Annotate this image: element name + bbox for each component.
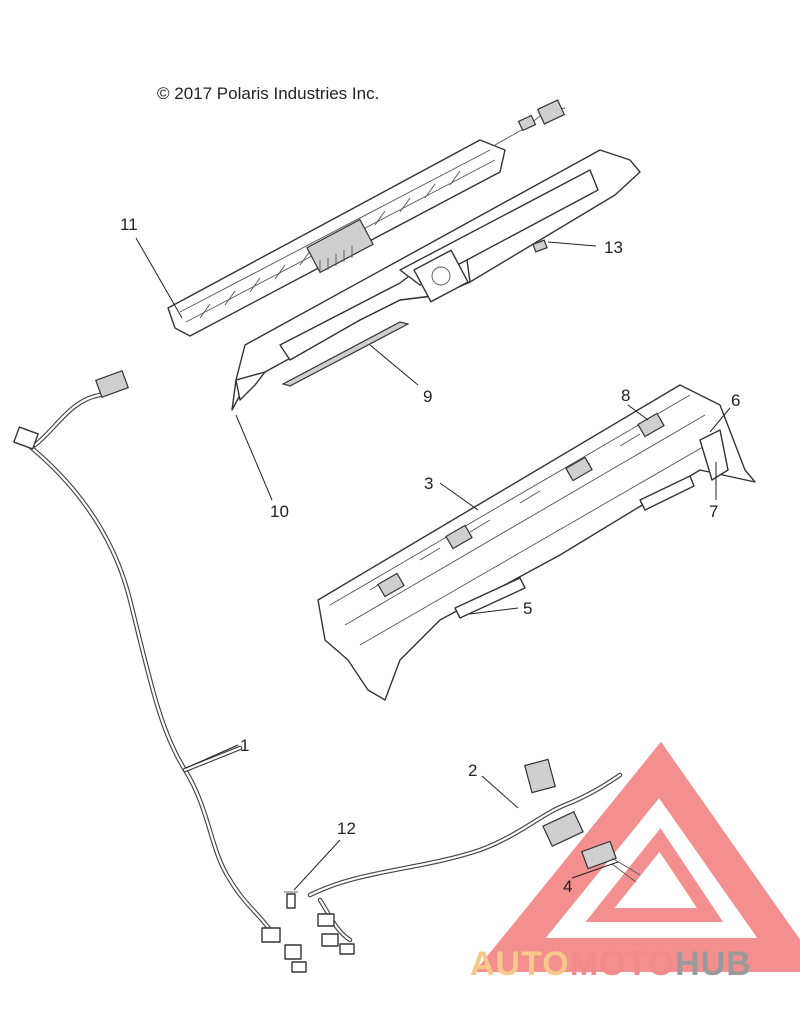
leader-5 xyxy=(469,607,519,615)
part-13-strip xyxy=(532,239,548,253)
part-4-connector xyxy=(581,840,641,883)
leader-lines xyxy=(135,237,731,891)
leader-3 xyxy=(439,482,479,511)
callout-6: 6 xyxy=(731,391,740,410)
callout-4: 4 xyxy=(563,877,572,896)
leader-2 xyxy=(481,775,519,809)
part-12-clip xyxy=(284,891,298,909)
watermark-hub: HUB xyxy=(675,945,752,983)
part-2-wire-harness xyxy=(307,758,623,955)
watermark-text: AUTOMOTOHUB xyxy=(470,945,752,983)
leader-1 xyxy=(185,744,239,769)
watermark-moto: MOTO xyxy=(570,945,675,983)
leader-13 xyxy=(547,241,597,247)
leader-9 xyxy=(369,344,419,386)
leader-11 xyxy=(135,237,183,319)
watermark-auto: AUTO xyxy=(470,945,570,983)
callout-labels: 1 2 3 4 5 6 7 8 9 10 11 12 13 xyxy=(120,215,740,896)
callout-5: 5 xyxy=(523,599,532,618)
callout-8: 8 xyxy=(621,386,630,405)
callout-7: 7 xyxy=(709,502,718,521)
part-3-lower-dash xyxy=(317,384,756,701)
callout-3: 3 xyxy=(424,474,433,493)
leader-6 xyxy=(709,407,731,433)
callout-11: 11 xyxy=(120,215,138,234)
svg-text:AUTOMOTOHUB: AUTOMOTOHUB xyxy=(470,945,752,983)
callout-13: 13 xyxy=(604,238,623,257)
copyright-notice: © 2017 Polaris Industries Inc. xyxy=(157,84,380,103)
watermark-inner-triangle xyxy=(585,828,724,922)
callout-1: 1 xyxy=(240,736,249,755)
callout-12: 12 xyxy=(337,819,356,838)
callout-10: 10 xyxy=(270,502,289,521)
leader-10 xyxy=(235,414,273,501)
leader-4 xyxy=(571,861,619,879)
part-11-upper-rail xyxy=(167,99,566,337)
watermark-triangle xyxy=(474,741,800,972)
part-10-dash-panel xyxy=(231,149,641,411)
leader-12 xyxy=(293,839,341,891)
watermark-logo xyxy=(474,741,800,972)
part-1-wire-harness xyxy=(13,369,307,973)
leader-8 xyxy=(627,404,649,421)
callout-9: 9 xyxy=(423,387,432,406)
callout-2: 2 xyxy=(468,761,477,780)
